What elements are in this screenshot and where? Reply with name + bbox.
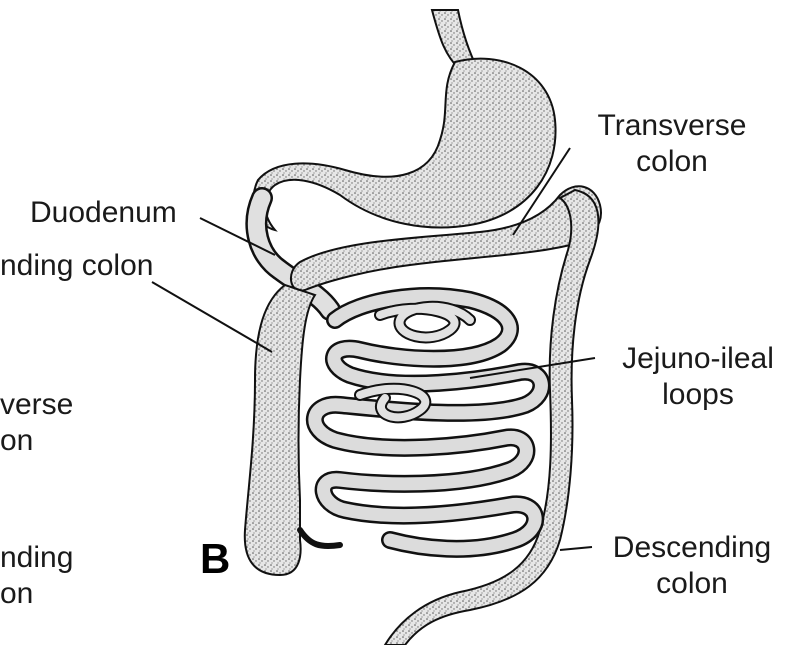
label-descending-left-line2: on xyxy=(0,576,73,612)
label-jejuno-ileal-line2: loops xyxy=(596,377,800,413)
label-descending-left-line1: nding xyxy=(0,540,73,576)
label-transverse-colon-line2: colon xyxy=(566,144,778,180)
label-duodenum: Duodenum xyxy=(30,195,177,231)
label-descending-colon-line2: colon xyxy=(586,566,798,602)
label-transverse-left-line1: verse xyxy=(0,387,73,423)
panel-letter: B xyxy=(200,538,230,580)
label-transverse-left-line2: on xyxy=(0,423,73,459)
label-ascending-colon: nding colon xyxy=(0,248,153,284)
leader-ascending-colon xyxy=(152,282,272,352)
label-transverse-colon-line1: Transverse xyxy=(566,108,778,144)
appendix xyxy=(300,530,340,546)
label-transverse-colon-left: verse on xyxy=(0,387,73,459)
label-descending-colon: Descending colon xyxy=(586,530,798,602)
label-jejuno-ileal-line1: Jejuno-ileal xyxy=(596,341,800,377)
jejuno-ileal-loops xyxy=(315,296,542,549)
stomach xyxy=(253,59,555,230)
label-descending-colon-line1: Descending xyxy=(586,530,798,566)
label-descending-colon-left: nding on xyxy=(0,540,73,612)
label-jejuno-ileal-loops: Jejuno-ileal loops xyxy=(596,341,800,413)
label-transverse-colon: Transverse colon xyxy=(566,108,778,180)
